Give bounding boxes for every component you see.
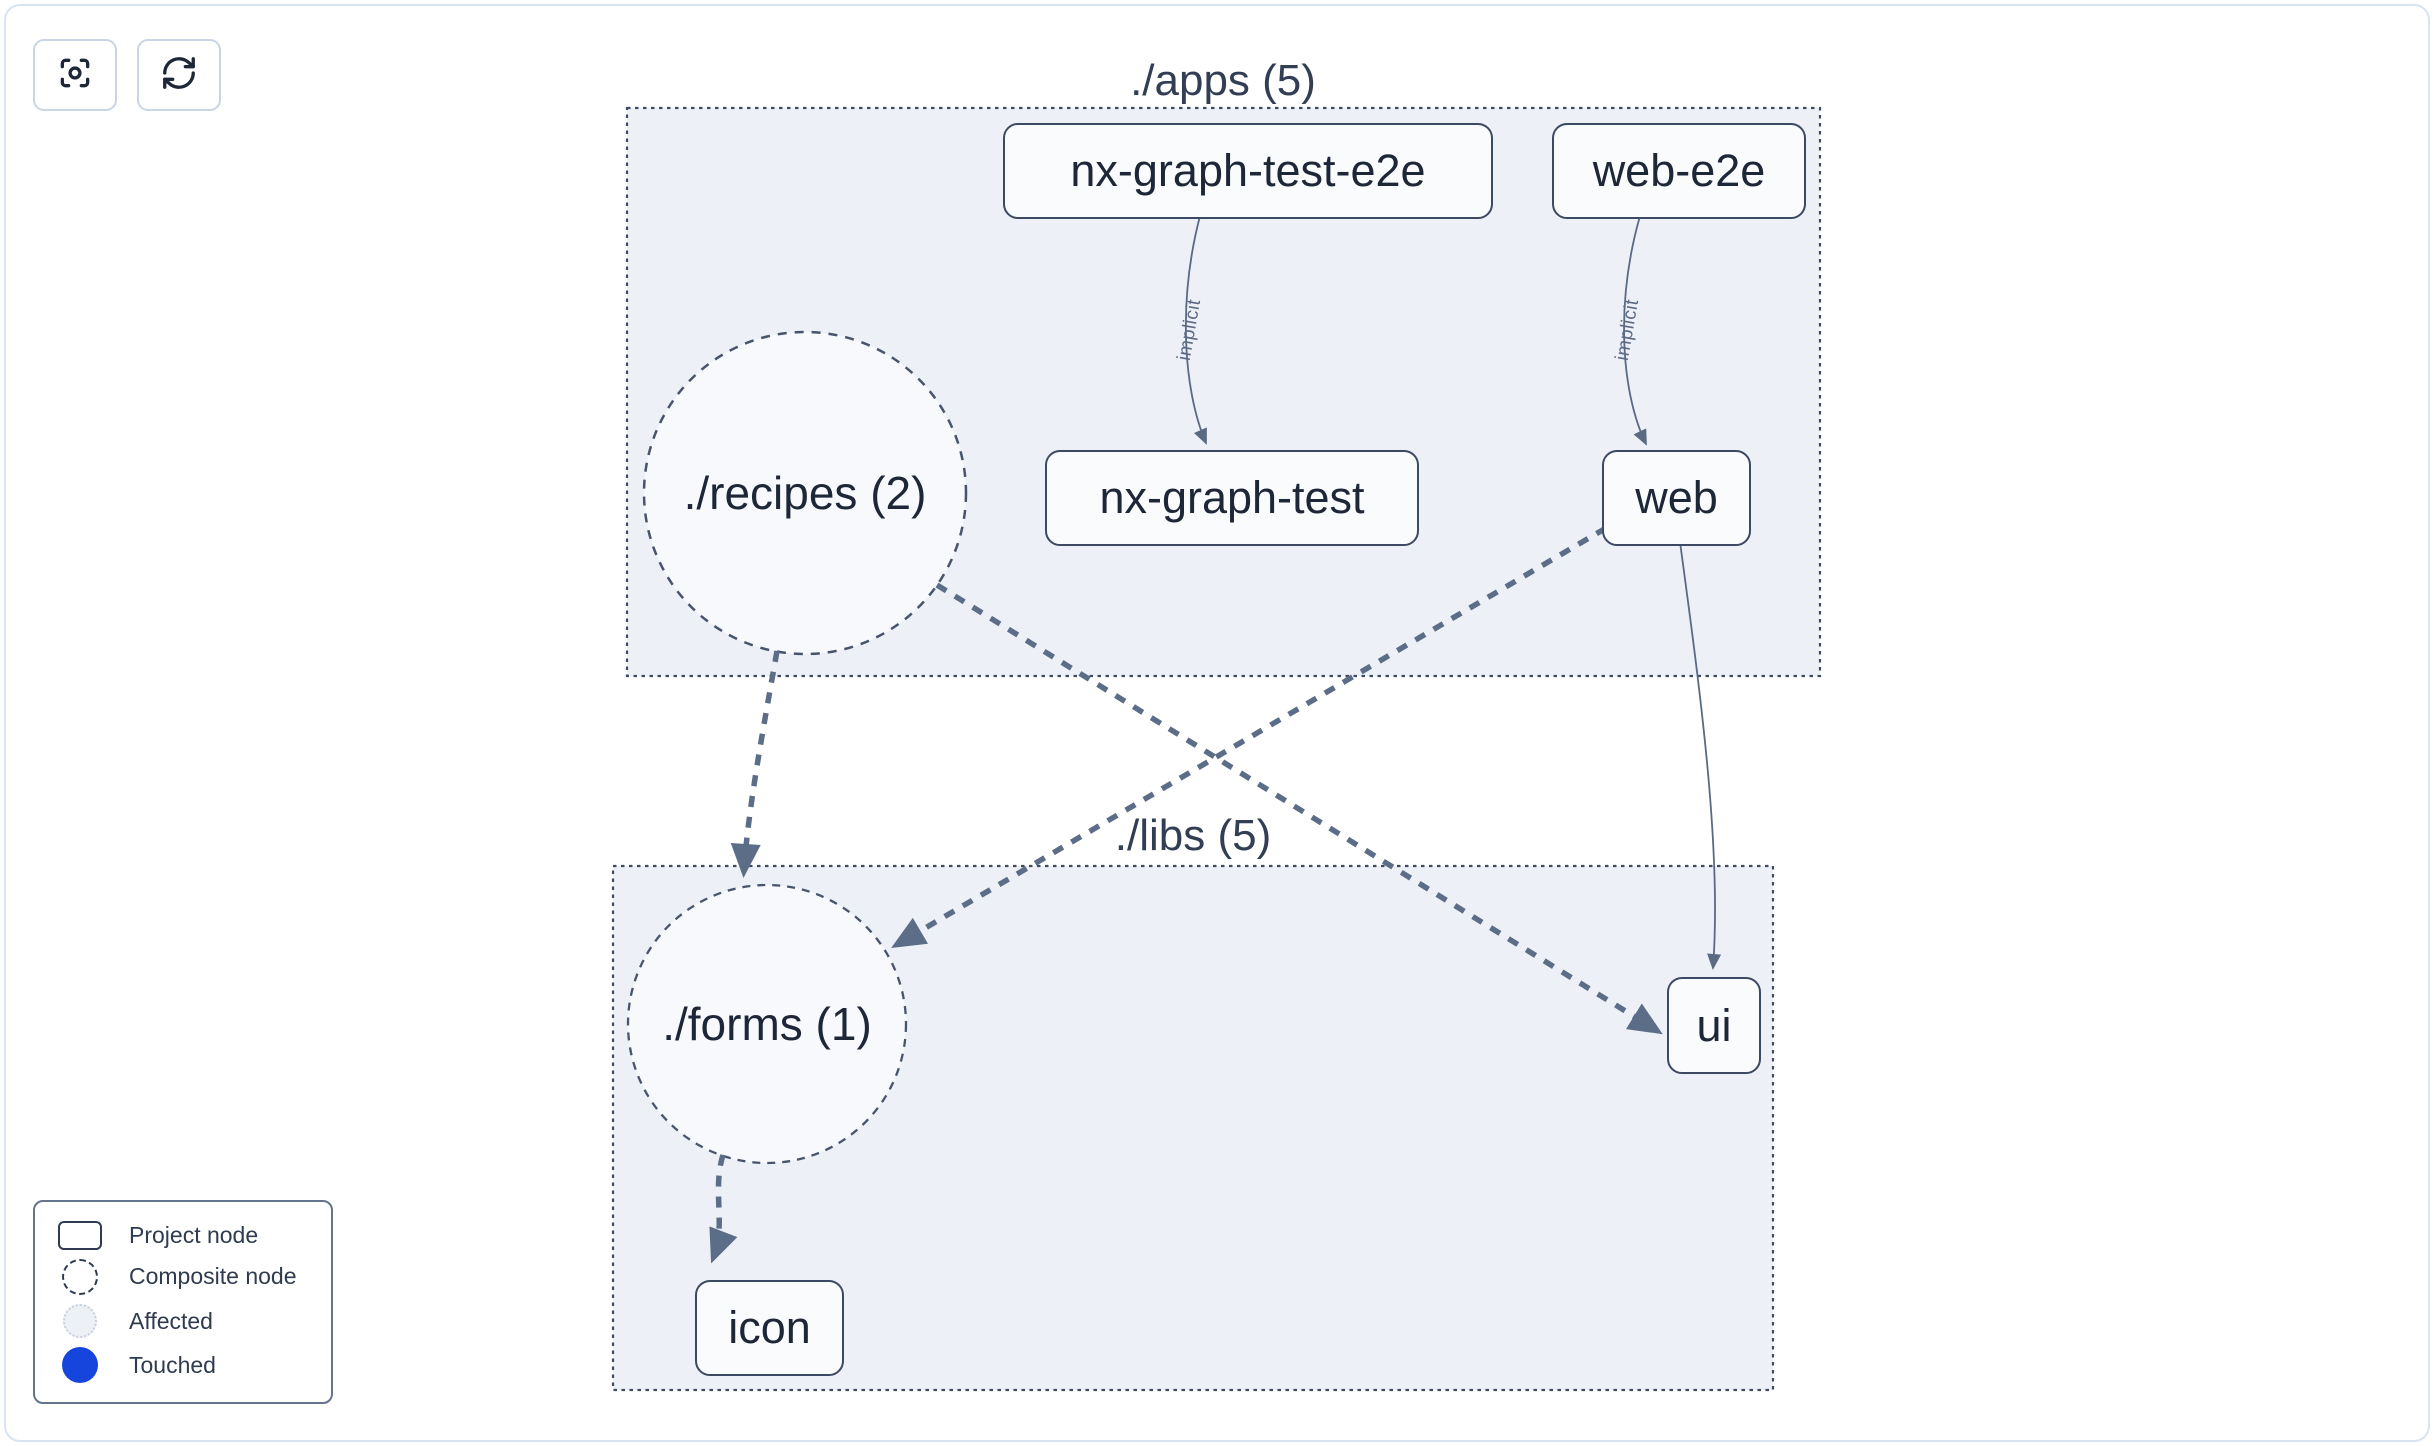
refresh-icon xyxy=(160,54,198,97)
node-label: ui xyxy=(1696,999,1732,1051)
legend-label: Affected xyxy=(129,1307,213,1334)
composite-node-swatch xyxy=(62,1258,98,1295)
edge-forms-to-icon xyxy=(709,1154,738,1264)
legend: Project node Composite node Affected Tou… xyxy=(33,1200,333,1404)
node-label: web-e2e xyxy=(1592,145,1766,196)
legend-label: Touched xyxy=(129,1351,216,1378)
edge-web-to-ui xyxy=(1679,541,1722,970)
node-web[interactable]: web xyxy=(1602,450,1751,546)
node-label: nx-graph-test xyxy=(1099,472,1365,523)
node-nx-graph-test-e2e[interactable]: nx-graph-test-e2e xyxy=(1003,123,1493,219)
legend-label: Project node xyxy=(129,1221,259,1248)
cluster-title-apps: ./apps (5) xyxy=(1130,56,1316,105)
edge-recipes-to-ui xyxy=(935,582,1663,1035)
focus-target-icon xyxy=(56,54,94,97)
edge-web-e2e-to-web xyxy=(1623,215,1647,446)
project-node-swatch xyxy=(58,1220,102,1250)
edge-nx-graph-test-e2e-to-nx-graph-test xyxy=(1184,215,1207,445)
legend-label: Composite node xyxy=(129,1263,297,1290)
edge-web-to-forms xyxy=(891,525,1608,949)
composite-label-recipes[interactable]: ./recipes (2) xyxy=(683,467,927,519)
toolbar xyxy=(33,39,221,111)
node-label: web xyxy=(1635,472,1718,523)
legend-item-project-node: Project node xyxy=(55,1220,311,1250)
legend-item-touched: Touched xyxy=(55,1347,311,1384)
refresh-button[interactable] xyxy=(137,39,221,111)
node-label: icon xyxy=(728,1302,811,1353)
cluster-title-libs: ./libs (5) xyxy=(1114,811,1272,860)
node-label: nx-graph-test-e2e xyxy=(1070,145,1426,196)
legend-item-affected: Affected xyxy=(55,1304,311,1339)
composite-node-forms[interactable] xyxy=(626,883,908,1165)
legend-item-composite-node: Composite node xyxy=(55,1258,311,1295)
affected-swatch xyxy=(63,1304,97,1339)
touched-swatch xyxy=(62,1347,98,1384)
node-nx-graph-test[interactable]: nx-graph-test xyxy=(1045,450,1419,546)
node-ui[interactable]: ui xyxy=(1667,977,1761,1074)
edge-recipes-to-forms xyxy=(730,650,780,878)
composite-node-recipes[interactable] xyxy=(642,330,968,656)
composite-label-forms[interactable]: ./forms (1) xyxy=(662,998,872,1050)
focus-button[interactable] xyxy=(33,39,117,111)
node-icon[interactable]: icon xyxy=(695,1280,844,1376)
node-web-e2e[interactable]: web-e2e xyxy=(1552,123,1806,219)
